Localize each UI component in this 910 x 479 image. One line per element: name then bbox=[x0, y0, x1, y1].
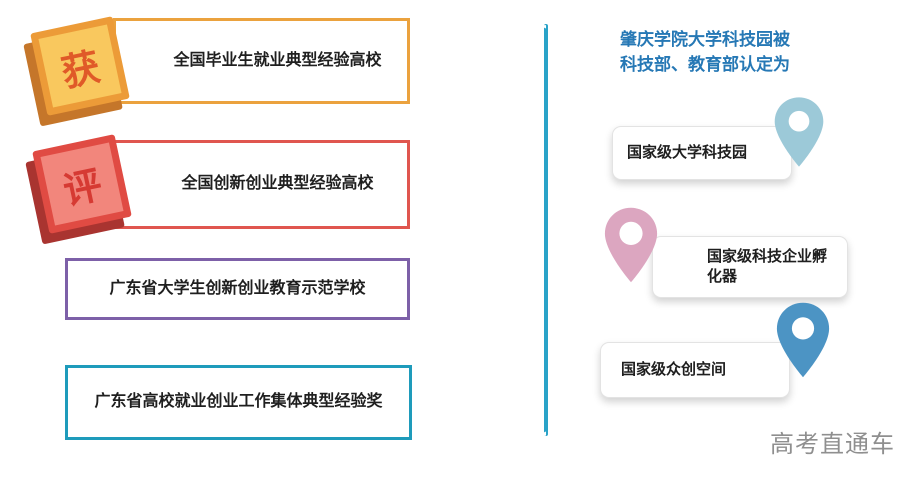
map-pin-icon bbox=[602, 204, 660, 286]
award-item-label: 全国创新创业典型经验高校 bbox=[181, 175, 374, 193]
badge-cube-face: 评 bbox=[32, 134, 132, 234]
badge-character: 评 bbox=[59, 163, 106, 213]
designation-label: 国家级大学科技园 bbox=[627, 143, 748, 161]
watermark-text: 高考直通车 bbox=[770, 431, 895, 458]
map-pin-icon bbox=[774, 298, 832, 382]
designation-card-maker-space: 国家级众创空间 bbox=[600, 342, 790, 398]
right-panel-heading: 肇庆学院大学科技园被 科技部、教育部认定为 bbox=[620, 27, 790, 77]
heading-line-1: 肇庆学院大学科技园被 bbox=[620, 30, 790, 49]
award-item-guangdong-demo-school: 广东省大学生创新创业教育示范学校 bbox=[65, 258, 410, 320]
award-item-national-graduate-employment: 全国毕业生就业典型经验高校 bbox=[113, 18, 410, 104]
badge-cube-ping: 评 bbox=[25, 134, 132, 245]
award-item-national-innovation: 全国创新创业典型经验高校 bbox=[113, 140, 410, 229]
heading-line-2: 科技部、教育部认定为 bbox=[620, 55, 790, 74]
map-pin-icon bbox=[772, 94, 826, 170]
designation-card-incubator: 国家级科技企业孵化器 bbox=[652, 236, 848, 298]
award-item-label: 广东省高校就业创业工作集体典型经验奖 bbox=[94, 393, 383, 411]
award-item-label: 广东省大学生创新创业教育示范学校 bbox=[109, 279, 366, 297]
badge-cube-huo: 获 bbox=[23, 16, 130, 127]
dashed-divider bbox=[544, 24, 548, 436]
badge-cube-face: 获 bbox=[30, 16, 130, 116]
designation-label: 国家级科技企业孵化器 bbox=[707, 247, 828, 285]
designation-label: 国家级众创空间 bbox=[621, 360, 727, 378]
designation-card-science-park: 国家级大学科技园 bbox=[612, 126, 792, 180]
award-item-label: 全国毕业生就业典型经验高校 bbox=[173, 51, 382, 69]
badge-character: 获 bbox=[57, 45, 104, 95]
award-item-guangdong-collective-award: 广东省高校就业创业工作集体典型经验奖 bbox=[65, 365, 412, 440]
